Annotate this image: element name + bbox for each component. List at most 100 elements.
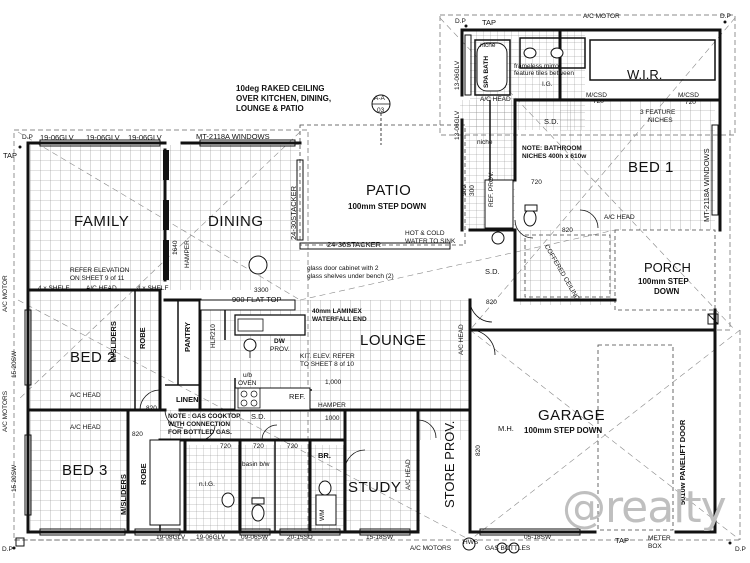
window-frames (24, 34, 719, 536)
gas-bottles-label: GAS BOTTLES (485, 545, 531, 552)
ac-head-study: A/C HEAD (405, 459, 412, 490)
window-dim-top-2: 19-06GLV (86, 133, 120, 142)
meter-box-label: M.H. (498, 424, 514, 433)
mcsd-label-2: M/CSD (678, 92, 699, 99)
window-dim-bottom-4: 20-15SD (287, 534, 313, 541)
room-label-porch: PORCH (644, 260, 691, 275)
cooktop (237, 387, 261, 409)
dim-3300: 3300 (254, 287, 269, 294)
room-label-store-prov: STORE PROV. (442, 420, 457, 508)
room-label-robe-2: ROBE (139, 463, 148, 485)
room-label-br: BR. (318, 451, 331, 460)
tap-markers (12, 20, 732, 550)
laminex-note-2: WATERFALL END (312, 316, 367, 323)
room-label-wir: W.I.R. (627, 67, 663, 82)
coffered-ceiling-outline (524, 234, 611, 298)
bathroom-niche-note-1: NOTE: BATHROOM (522, 145, 582, 152)
niche-label-1: niche (480, 42, 496, 49)
glass-door-note-2: glass shelves under bench (2) (307, 273, 394, 280)
elevation-marker (243, 255, 268, 358)
kitchen-bench (199, 299, 296, 311)
room-label-pantry: PANTRY (183, 322, 192, 352)
dim-820-e: 820 (132, 431, 143, 438)
room-label-msliders-2: M/SLIDERS (119, 474, 128, 515)
bathroom-fixtures (149, 439, 337, 526)
gas-cooktop-note-2: WITH CONNECTION (168, 421, 231, 428)
gas-cooktop-note-1: NOTE : GAS COOKTOP (168, 413, 241, 420)
downpipe-label-1: D.P (22, 134, 33, 141)
room-label-lounge: LOUNGE (360, 332, 427, 349)
dim-820-d: 820 (475, 445, 482, 456)
tiled-floor-areas (30, 30, 715, 532)
ig-label: I.G. (542, 81, 553, 88)
raked-ceiling-note-1: 10deg RAKED CEILING (236, 84, 325, 93)
hot-cold-note-1: HOT & COLD (405, 230, 445, 237)
ac-head-bed2: A/C HEAD (70, 392, 101, 399)
spa-bath-label: SPA BATH (483, 55, 490, 88)
porch-outline (614, 229, 716, 311)
eave-lines (13, 14, 741, 541)
ac-head-lounge: A/C HEAD (458, 324, 465, 355)
window-dim-bottom-5: 15-18SW (366, 534, 394, 541)
corner-markers (15, 313, 719, 547)
feature-niches-note-1: 3 FEATURE (640, 109, 676, 116)
feature-niches-note-2: NICHES (648, 117, 673, 124)
refer-elevation-note-1: REFER ELEVATION (70, 267, 130, 274)
patio-outline (299, 124, 466, 246)
fridge-label: REF. (289, 392, 306, 401)
column-blocks (163, 150, 169, 280)
room-label-dining: DINING (208, 213, 264, 230)
room-label-bed2: BED 2 (70, 349, 116, 366)
section-marker (371, 94, 391, 145)
meter-box-label-2: BOX (648, 543, 662, 550)
smoke-detector-2: S.D. (251, 412, 266, 421)
ensuite-fixtures (476, 42, 564, 245)
shelf-note-1: 4 x SHELF (38, 285, 70, 292)
hws-label: HWS (463, 539, 479, 546)
stacker-label-1: 24-36STACKER (327, 240, 382, 249)
bathroom-niche-note-2: NICHES 400h x 610w (522, 153, 587, 160)
hlr-label: HLR210 (210, 324, 217, 348)
dim-1000-b: 1000 (325, 415, 340, 422)
washing-machine-label: WM (319, 509, 326, 521)
room-label-msliders-1: M/SLIDERS (109, 321, 118, 362)
ac-motors-left: A/C MOTORS (2, 390, 9, 432)
ac-motor-left: A/C MOTOR (2, 275, 9, 312)
window-dim-left-1: 15-20SW (11, 350, 18, 378)
ac-motors-bottom: A/C MOTORS (410, 545, 452, 552)
tap-label-2: TAP (482, 18, 497, 27)
tap-label-1: TAP (3, 151, 18, 160)
dim-820-c: 820 (562, 227, 573, 234)
patio-step-note: 100mm STEP DOWN (348, 202, 427, 211)
hws-gas (462, 537, 520, 554)
niche-label-2: niche (477, 139, 493, 146)
dim-720-f: 720 (287, 443, 298, 450)
kitchen-island (234, 314, 306, 336)
window-dim-bottom-1: 19-08GLV (156, 534, 186, 541)
smoke-detector-3: S.D. (544, 117, 559, 126)
dim-720-a: 720 (593, 98, 604, 105)
patio-dim-500: 500 (461, 185, 468, 196)
ac-motor-top: A/C MOTOR (583, 13, 620, 20)
dim-820-b: 820 (486, 299, 497, 306)
room-label-linen: LINEN (176, 395, 199, 404)
frameless-mirror-note-1: frameless mirror (514, 63, 561, 70)
window-dim-bottom-2: 19-06GLV (196, 534, 226, 541)
gas-cooktop-note-3: FOR BOTTLED GAS. (168, 429, 232, 436)
dim-720-d: 720 (220, 443, 231, 450)
dim-720-e: 720 (253, 443, 264, 450)
garage-step-note: 100mm STEP DOWN (524, 426, 603, 435)
frameless-mirror-note-2: feature tiles between (514, 70, 574, 77)
refer-elevation-note-2: ON SHEET 9 of 11 (70, 275, 125, 282)
ensuite-ig-label: n.I.G. (199, 481, 215, 488)
oven-label-1: u/b (243, 372, 253, 379)
hamper-label-2: HAMPER (318, 402, 346, 409)
patio-dim-300: 300 (469, 185, 476, 196)
mcsd-label-1: M/CSD (586, 92, 607, 99)
meter-box-label-1: METER (648, 535, 671, 542)
kitchen-elevation-note-2: TO SHEET 8 of 10 (300, 361, 354, 368)
ac-head-bed3: A/C HEAD (70, 424, 101, 431)
downpipe-label-3: D.P (720, 13, 731, 20)
hamper-label-1: HAMPER (184, 240, 191, 268)
shelf-note-2: 4 x SHELF (137, 285, 169, 292)
